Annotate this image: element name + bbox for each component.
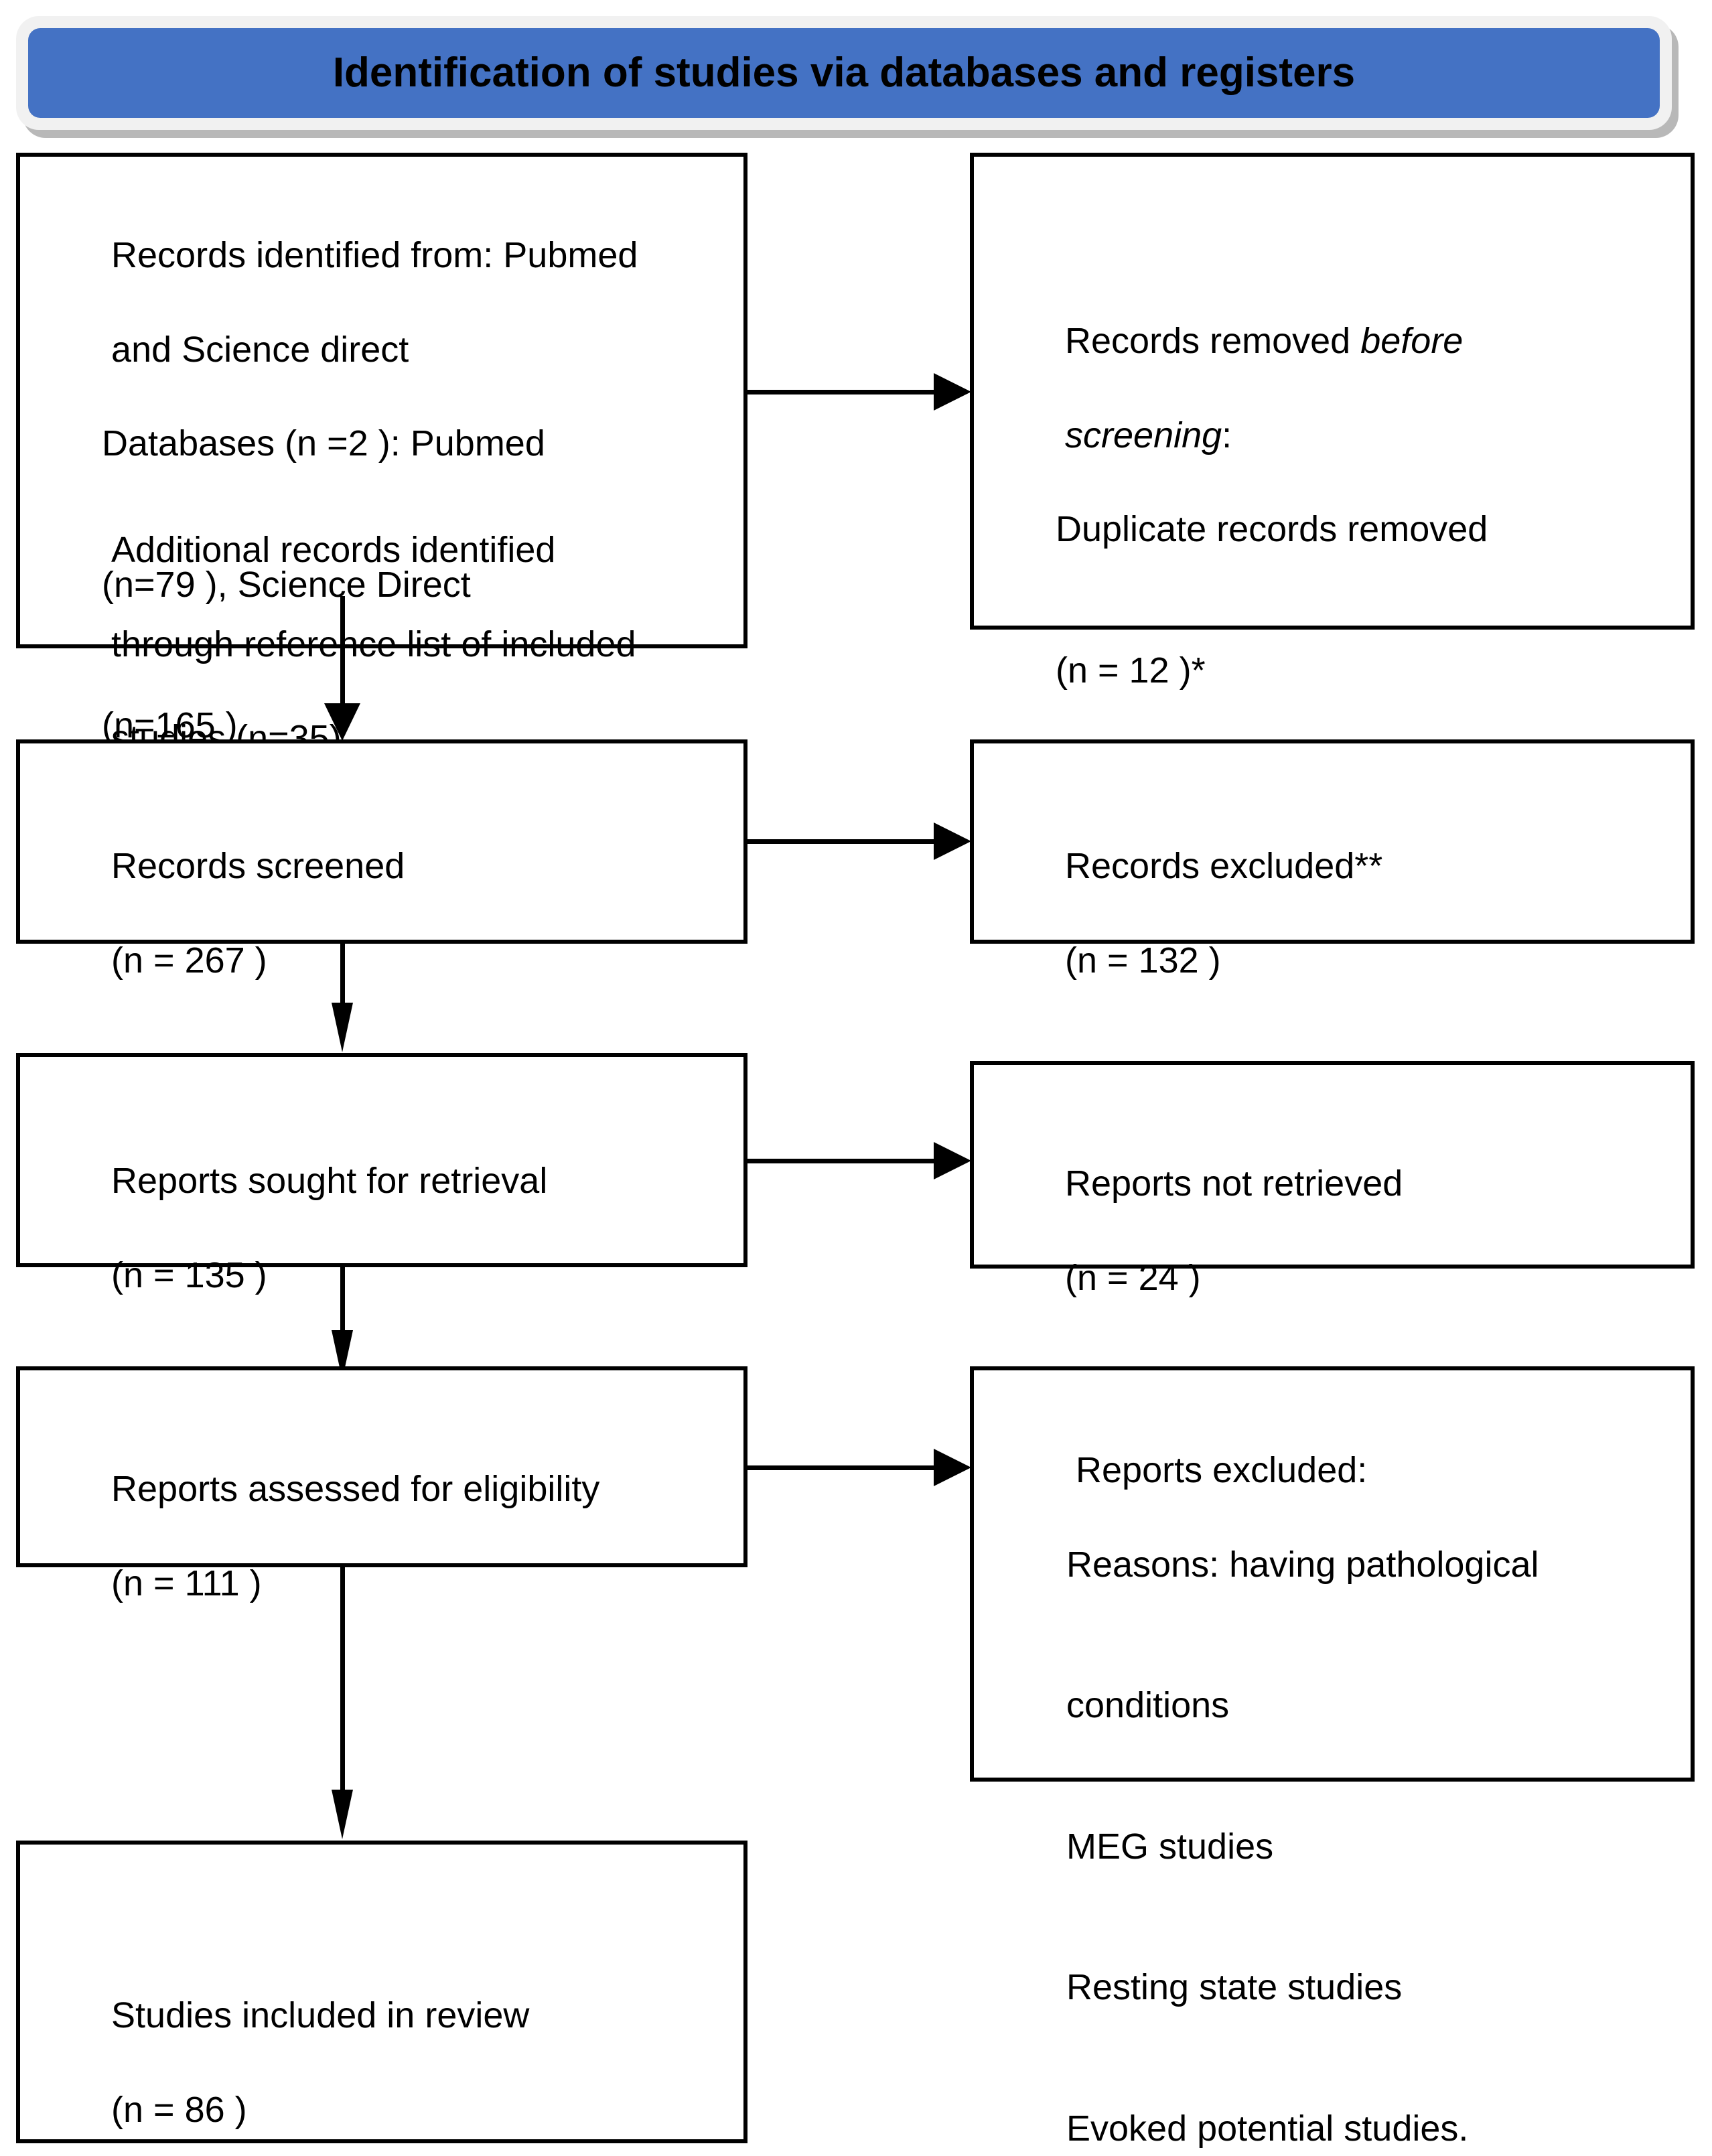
reports-sought-line-2: (n = 135 ) [111, 1254, 267, 1295]
records-removed-line-2b: : [1222, 415, 1232, 455]
records-removed-line-2a: screening [1065, 415, 1222, 455]
box-additional-records-text: Additional records identified through re… [51, 480, 730, 808]
box-records-removed-text: Records removed before screening: Duplic… [1005, 271, 1677, 788]
records-screened-line-1: Records screened [111, 846, 405, 887]
box-reports-assessed-for-eligibility: Reports assessed for eligibility (n = 11… [16, 1366, 747, 1603]
arrow-assessed-to-excluded-head [934, 1449, 971, 1486]
records-screened-line-2: (n = 267 ) [111, 940, 267, 981]
arrow-screened-to-excluded-line [745, 839, 946, 844]
records-removed-line-1a: Records removed [1065, 321, 1361, 362]
identification-banner: Identification of studies via databases … [16, 16, 1672, 130]
additional-records-line-1: Additional records identified [111, 530, 556, 571]
arrow-assessed-to-included-line [340, 1567, 345, 1803]
studies-included-line-1: Studies included in review [111, 1995, 530, 2036]
arrow-assessed-to-excluded-line [745, 1465, 946, 1470]
box-reports-assessed-text: Reports assessed for eligibility (n = 11… [51, 1419, 730, 1654]
arrow-sought-to-not-retrieved-head [934, 1142, 971, 1179]
reports-not-retrieved-line-1: Reports not retrieved [1065, 1163, 1403, 1204]
box-records-screened-text: Records screened (n = 267 ) [51, 796, 730, 1031]
reports-excluded-line-4: MEG studies [1066, 1826, 1274, 1867]
arrow-assessed-to-included-head [332, 1790, 353, 1839]
records-identified-line-1: Records identified from: Pubmed [111, 235, 638, 276]
arrow-identification-to-removed-line [745, 390, 946, 394]
box-records-screened: Records screened (n = 267 ) [16, 739, 747, 981]
records-removed-line-3: Duplicate records removed [1056, 508, 1488, 549]
reports-excluded-line-6: Evoked potential studies. [1066, 2108, 1469, 2149]
arrow-identification-to-screened-head [324, 703, 360, 741]
reports-not-retrieved-line-2: (n = 24 ) [1065, 1257, 1201, 1298]
box-studies-included-in-review: Studies included in review (n = 86 ) [16, 1841, 747, 2143]
box-records-excluded: Records excluded** (n = 132 ) [970, 739, 1695, 981]
box-reports-sought-text: Reports sought for retrieval (n = 135 ) [51, 1110, 730, 1346]
reports-excluded-line-3: conditions [1066, 1685, 1230, 1726]
box-reports-not-retrieved-text: Reports not retrieved (n = 24 ) [1005, 1113, 1677, 1348]
additional-records-line-2: through reference list of included [111, 624, 636, 664]
arrow-identification-to-removed-head [934, 373, 971, 411]
arrow-screened-to-sought-line [340, 944, 345, 1019]
records-excluded-line-2: (n = 132 ) [1065, 940, 1221, 981]
records-identified-line-2: and Science direct [111, 329, 409, 370]
box-reports-excluded: Reports excluded: Reasons: having pathol… [970, 1366, 1695, 2149]
box-reports-excluded-detail-text: Reports excluded: Reasons: having pathol… [1015, 1400, 1677, 2156]
records-identified-line-5: (n=165 ) [102, 705, 238, 746]
reports-assessed-line-2: (n = 111 ) [111, 1563, 262, 1603]
arrow-screened-to-sought-head [332, 1003, 353, 1052]
records-removed-line-4: (n = 12 )* [1056, 650, 1206, 691]
identification-banner-inner: Identification of studies via databases … [28, 28, 1660, 118]
box-records-removed-before-screening: Records removed before screening: Duplic… [970, 153, 1695, 691]
reports-sought-line-1: Reports sought for retrieval [111, 1161, 548, 1202]
box-studies-included-text: Studies included in review (n = 86 ) [51, 1945, 730, 2156]
reports-excluded-line-5: Resting state studies [1066, 1967, 1403, 2008]
box-records-identified: Records identified from: Pubmed and Scie… [16, 153, 747, 758]
records-excluded-line-1: Records excluded** [1065, 846, 1383, 887]
records-identified-line-3: Databases (n =2 ): Pubmed [102, 423, 545, 463]
arrow-sought-to-not-retrieved-line [745, 1159, 946, 1163]
arrow-identification-to-screened-line [340, 596, 345, 720]
box-reports-not-retrieved: Reports not retrieved (n = 24 ) [970, 1061, 1695, 1298]
reports-assessed-line-1: Reports assessed for eligibility [111, 1469, 600, 1510]
page-title: Identification of studies via databases … [332, 50, 1356, 96]
reports-excluded-line-2: Reasons: having pathological [1066, 1544, 1539, 1585]
reports-excluded-line-1: Reports excluded: [1076, 1450, 1368, 1491]
arrow-sought-to-assessed-line [340, 1267, 345, 1348]
arrow-screened-to-excluded-head [934, 822, 971, 860]
records-removed-line-1b: before [1360, 321, 1464, 362]
studies-included-line-2: (n = 86 ) [111, 2089, 247, 2130]
box-records-excluded-text: Records excluded** (n = 132 ) [1005, 796, 1677, 1031]
box-reports-sought-for-retrieval: Reports sought for retrieval (n = 135 ) [16, 1053, 747, 1295]
